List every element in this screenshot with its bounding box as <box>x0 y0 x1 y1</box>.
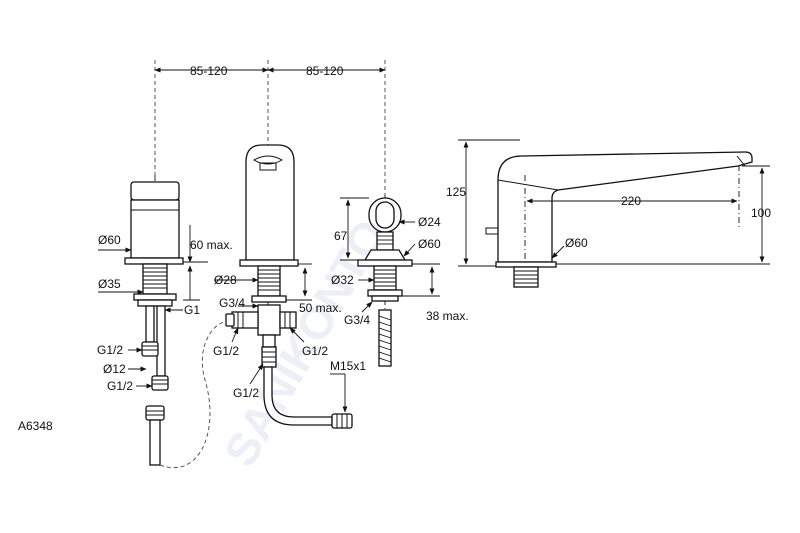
spacing-right-label: 85-120 <box>306 64 344 78</box>
g12-e-label: G1/2 <box>233 386 259 400</box>
h67-label: 67 <box>334 229 348 243</box>
diverter <box>357 195 413 367</box>
watermark: SANIKONTO <box>214 211 397 475</box>
m15-label: M15x1 <box>330 359 366 373</box>
g1-label: G1 <box>184 303 200 317</box>
drawing-code: A6348 <box>18 419 53 433</box>
d60-spout-label: Ø60 <box>565 236 588 250</box>
g34-a-label: G3/4 <box>219 296 245 310</box>
d60-mid-label: Ø60 <box>418 237 441 251</box>
mixer-dimensions: Ø28 50 max. G3/4 G1/2 G1/2 G1/2 M15x1 <box>213 263 366 413</box>
spacing-left-label: 85-120 <box>190 64 228 78</box>
max50-label: 50 max. <box>299 301 342 315</box>
w220-label: 220 <box>621 194 641 208</box>
h100-label: 100 <box>751 206 771 220</box>
d60-left-label: Ø60 <box>98 233 121 247</box>
d35-label: Ø35 <box>98 277 121 291</box>
spout <box>485 151 753 288</box>
g34-b-label: G3/4 <box>344 313 370 327</box>
spacing-dimensions: 85-120 85-120 <box>154 60 386 195</box>
g12-a-label: G1/2 <box>97 343 123 357</box>
d12-label: Ø12 <box>103 362 126 376</box>
d32-label: Ø32 <box>331 273 354 287</box>
max60-label: 60 max. <box>190 238 233 252</box>
left-valve <box>124 175 229 468</box>
max38-label: 38 max. <box>426 309 469 323</box>
diverter-dimensions: 67 Ø24 Ø60 Ø32 38 max. G3/4 <box>331 197 469 327</box>
mixer-body <box>225 144 353 429</box>
g12-b-label: G1/2 <box>107 379 133 393</box>
g12-d-label: G1/2 <box>302 344 328 358</box>
h125-label: 125 <box>446 185 466 199</box>
spout-dimensions: 125 220 100 Ø60 <box>446 139 771 267</box>
d28-label: Ø28 <box>214 273 237 287</box>
d24-label: Ø24 <box>418 215 441 229</box>
left-valve-dimensions: 60 max. Ø60 Ø35 G1 G1/2 Ø12 G1/2 <box>97 225 233 393</box>
g12-c-label: G1/2 <box>213 344 239 358</box>
